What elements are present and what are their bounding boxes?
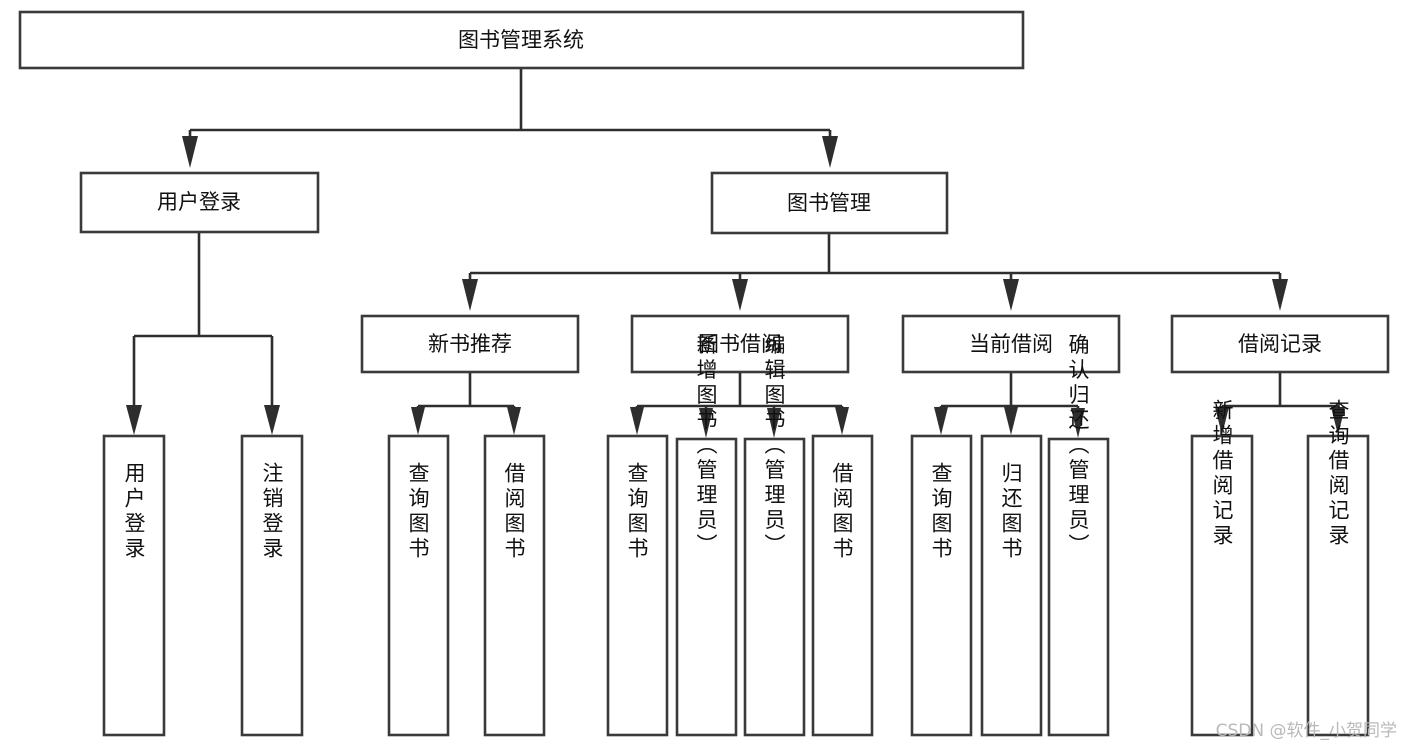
arrow-bookborrow-to-borrow bbox=[835, 407, 849, 435]
connector-group-root bbox=[182, 68, 838, 168]
leaf-query-book-2-label: 查询图书 bbox=[625, 462, 649, 562]
leaf-return-book-label: 归还图书 bbox=[999, 462, 1023, 562]
leaf-edit-book-label: 编辑图书（管理员） bbox=[762, 334, 786, 559]
leaf-user-logout-label: 注销登录 bbox=[260, 462, 284, 562]
leaf-add-book-box[interactable] bbox=[675, 437, 738, 737]
node-book-management-box[interactable] bbox=[710, 171, 949, 235]
connector-group-newbook bbox=[411, 372, 521, 435]
node-user-login-box[interactable] bbox=[79, 171, 320, 234]
node-book-borrow[interactable]: 图书借阅 bbox=[630, 314, 850, 374]
node-current-borrow[interactable]: 当前借阅 bbox=[901, 314, 1121, 374]
leaf-query-book-2[interactable]: 查询图书 bbox=[606, 434, 669, 737]
arrow-bookborrow-to-query bbox=[630, 407, 644, 435]
node-current-borrow-label: 当前借阅 bbox=[969, 332, 1053, 356]
leaf-add-book-label: 新增图书（管理员） bbox=[694, 334, 718, 559]
node-book-borrow-label: 图书借阅 bbox=[698, 332, 782, 356]
leaf-borrow-book-1-label: 借阅图书 bbox=[502, 462, 526, 562]
node-new-book-recommend-box[interactable] bbox=[360, 314, 580, 374]
leaf-add-book[interactable]: 新增图书（管理员） bbox=[675, 334, 738, 737]
arrow-userlogin-to-logout bbox=[264, 405, 280, 435]
leaf-query-book-3-box[interactable] bbox=[910, 434, 973, 737]
leaf-borrow-book-2-label: 借阅图书 bbox=[830, 462, 854, 562]
node-borrow-record[interactable]: 借阅记录 bbox=[1170, 314, 1390, 374]
leaf-query-book-1[interactable]: 查询图书 bbox=[387, 434, 450, 737]
leaf-query-record[interactable]: 查询借阅记录 bbox=[1306, 399, 1370, 737]
arrow-userlogin-to-login bbox=[126, 405, 142, 435]
leaf-query-book-1-label: 查询图书 bbox=[406, 462, 430, 562]
connector-group-record bbox=[1215, 372, 1345, 435]
node-book-management[interactable]: 图书管理 bbox=[710, 171, 949, 235]
leaf-user-login[interactable]: 用户登录 bbox=[102, 434, 166, 737]
node-borrow-record-label: 借阅记录 bbox=[1238, 332, 1322, 356]
connector-group-currentborrow bbox=[934, 372, 1085, 438]
arrow-record-to-add bbox=[1215, 407, 1229, 435]
leaf-confirm-return-box[interactable] bbox=[1047, 437, 1110, 737]
arrow-bookborrow-to-add bbox=[699, 408, 713, 438]
arrow-currentborrow-to-query bbox=[934, 407, 948, 435]
node-new-book-recommend[interactable]: 新书推荐 bbox=[360, 314, 580, 374]
leaf-borrow-book-2-box[interactable] bbox=[811, 434, 874, 737]
leaf-edit-book-box[interactable] bbox=[743, 437, 806, 737]
leaf-query-book-1-box[interactable] bbox=[387, 434, 450, 737]
leaf-user-login-box[interactable] bbox=[102, 434, 166, 737]
leaf-add-record[interactable]: 新增借阅记录 bbox=[1190, 399, 1254, 737]
node-book-borrow-box[interactable] bbox=[630, 314, 850, 374]
leaf-user-logout[interactable]: 注销登录 bbox=[240, 434, 304, 737]
arrow-currentborrow-to-return bbox=[1004, 407, 1018, 435]
arrow-root-to-userlogin bbox=[182, 136, 198, 168]
leaf-borrow-book-1-box[interactable] bbox=[483, 434, 546, 737]
arrow-root-to-bookmgmt bbox=[822, 136, 838, 168]
node-root[interactable]: 图书管理系统 bbox=[18, 10, 1025, 70]
connector-group-userlogin bbox=[126, 232, 280, 435]
leaf-query-book-3-label: 查询图书 bbox=[929, 462, 953, 562]
arrow-currentborrow-to-confirm bbox=[1071, 408, 1085, 438]
connector-group-bookmgmt bbox=[462, 233, 1288, 311]
node-new-book-recommend-label: 新书推荐 bbox=[428, 332, 512, 356]
arrow-bookmgmt-to-currentborrow bbox=[1003, 279, 1019, 311]
leaf-edit-book[interactable]: 编辑图书（管理员） bbox=[743, 334, 806, 737]
node-current-borrow-box[interactable] bbox=[901, 314, 1121, 374]
leaf-return-book[interactable]: 归还图书 bbox=[980, 434, 1043, 737]
leaf-return-book-box[interactable] bbox=[980, 434, 1043, 737]
leaf-borrow-book-1[interactable]: 借阅图书 bbox=[483, 434, 546, 737]
leaf-query-book-3[interactable]: 查询图书 bbox=[910, 434, 973, 737]
leaf-confirm-return[interactable]: 确认归还（管理员） bbox=[1047, 334, 1110, 737]
node-root-box[interactable] bbox=[18, 10, 1025, 70]
leaf-user-login-label: 用户登录 bbox=[122, 462, 146, 562]
arrow-bookmgmt-to-bookborrow bbox=[732, 279, 748, 311]
node-user-login[interactable]: 用户登录 bbox=[79, 171, 320, 234]
connector-group-bookborrow bbox=[630, 372, 849, 438]
leaf-user-logout-box[interactable] bbox=[240, 434, 304, 737]
leaf-query-record-label: 查询借阅记录 bbox=[1326, 399, 1350, 549]
node-user-login-label: 用户登录 bbox=[157, 190, 241, 214]
arrow-newbook-to-query bbox=[411, 407, 425, 435]
leaf-confirm-return-label: 确认归还（管理员） bbox=[1066, 334, 1090, 559]
node-root-label: 图书管理系统 bbox=[458, 28, 584, 52]
arrow-bookborrow-to-edit bbox=[767, 408, 781, 438]
node-book-management-label: 图书管理 bbox=[787, 191, 871, 215]
leaf-add-record-box[interactable] bbox=[1190, 434, 1254, 737]
leaf-borrow-book-2[interactable]: 借阅图书 bbox=[811, 434, 874, 737]
arrow-bookmgmt-to-newbook bbox=[462, 279, 478, 311]
leaf-query-record-box[interactable] bbox=[1306, 434, 1370, 737]
arrow-newbook-to-borrow bbox=[507, 407, 521, 435]
arrow-bookmgmt-to-record bbox=[1272, 279, 1288, 311]
leaf-query-book-2-box[interactable] bbox=[606, 434, 669, 737]
leaf-add-record-label: 新增借阅记录 bbox=[1210, 399, 1234, 549]
node-borrow-record-box[interactable] bbox=[1170, 314, 1390, 374]
arrow-record-to-query bbox=[1331, 407, 1345, 435]
